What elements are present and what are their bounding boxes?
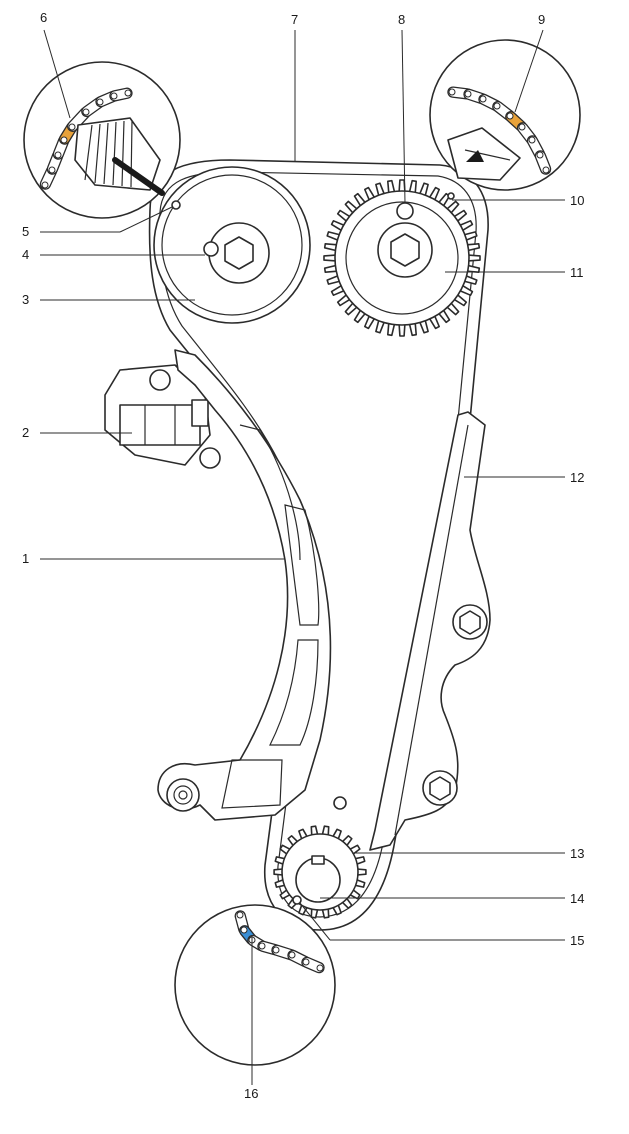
chain-pin [110,92,118,100]
chain-pin [536,151,544,159]
callout-13: 13 [570,846,584,861]
chain-pin [542,166,550,174]
callout-9: 9 [538,12,545,27]
chain-pin [479,95,487,103]
tensioner-shoe [157,349,332,821]
chain-pin [302,958,310,966]
chain-pin [493,102,501,110]
callout-11: 11 [570,265,584,280]
chain-tensioner [104,364,221,469]
callout-15: 15 [570,933,584,948]
detail-circle-intake-mark [23,61,181,219]
chain-pin [272,946,280,954]
chain-pin [96,98,104,106]
callout-4: 4 [22,247,29,262]
callout-numbers: 1 2 3 4 5 6 7 8 9 10 11 12 13 14 15 16 [22,10,584,1101]
chain-pin [124,89,132,97]
leader-lines [40,29,565,1085]
chain-pin [528,136,536,144]
chain-pin [60,136,68,144]
chain-pin [316,964,324,972]
crankshaft-sprocket [273,796,367,919]
chain-pin [288,951,296,959]
chain-pin [240,926,248,934]
chain-pin [258,942,266,950]
chain-pin [68,123,76,131]
chain-pin [518,123,526,131]
chain-pin [448,88,456,96]
callout-14: 14 [570,891,584,906]
callout-8: 8 [398,12,405,27]
chain-pin [236,911,244,919]
callout-1: 1 [22,551,29,566]
chain-pin [48,166,56,174]
callout-5: 5 [22,224,29,239]
callout-7: 7 [291,12,298,27]
camshaft-sprocket-exhaust [323,179,481,337]
camshaft-sprocket-intake [153,166,311,324]
callout-6: 6 [40,10,47,25]
detail-circle-exhaust-mark [429,39,581,200]
chain-pin [506,112,514,120]
chain-pin [82,108,90,116]
callout-10: 10 [570,193,584,208]
chain-pin [54,151,62,159]
callout-12: 12 [570,470,584,485]
chain-pin [41,181,49,189]
chain-pin [464,90,472,98]
detail-circle-crank-mark [174,904,336,1066]
callout-3: 3 [22,292,29,307]
callout-2: 2 [22,425,29,440]
callout-16: 16 [244,1086,258,1101]
chain-guide [369,411,491,851]
